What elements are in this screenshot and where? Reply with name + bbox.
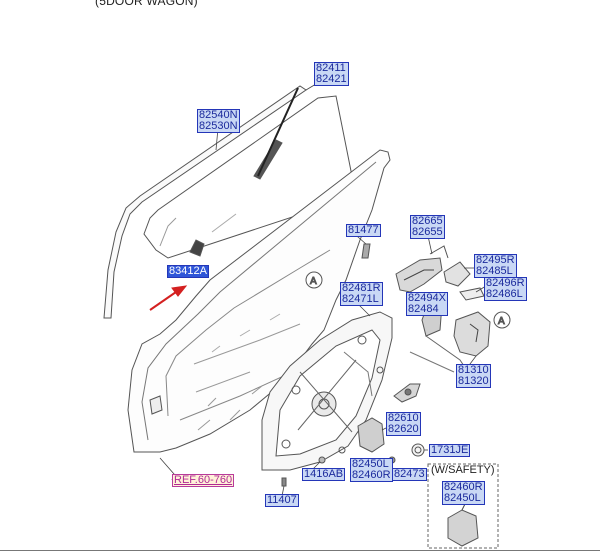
label-grommet[interactable]: 1731JE xyxy=(429,444,471,457)
fastener xyxy=(318,456,326,464)
red-arrow xyxy=(149,285,188,311)
label-bolt-82473[interactable]: 82473 xyxy=(392,468,427,481)
door-latch xyxy=(453,311,491,357)
window-motor xyxy=(357,417,385,453)
safety-title: (W/SAFETY) xyxy=(431,464,495,476)
callout-a-text: A xyxy=(310,276,317,287)
bottom-rule xyxy=(0,550,600,551)
screw xyxy=(281,477,287,487)
diagram-title: (5DOOR WAGON) xyxy=(95,0,198,8)
bolt-81477 xyxy=(361,243,371,259)
outside-handle-bracket xyxy=(395,257,443,293)
label-ref[interactable]: REF.60-760 xyxy=(172,474,235,487)
belt-strip xyxy=(257,87,299,177)
handle-rod xyxy=(443,261,471,287)
callout-a-circle-2 xyxy=(493,311,511,329)
grommet xyxy=(411,443,425,457)
label-fastener-1416[interactable]: 1416AB xyxy=(302,468,346,481)
safety-box xyxy=(427,463,499,549)
label-screw-11407[interactable]: 11407 xyxy=(265,494,299,507)
glass-clip xyxy=(189,239,205,257)
safety-motor-drawing xyxy=(447,509,479,547)
callout-a-circle xyxy=(305,271,323,289)
door-glass xyxy=(143,95,353,259)
door-frame xyxy=(127,149,391,453)
label-bolt-81477[interactable]: 81477 xyxy=(346,224,381,237)
label-glass-clip[interactable]: 83412A xyxy=(167,265,209,278)
callout-a-text-2: A xyxy=(498,316,505,327)
